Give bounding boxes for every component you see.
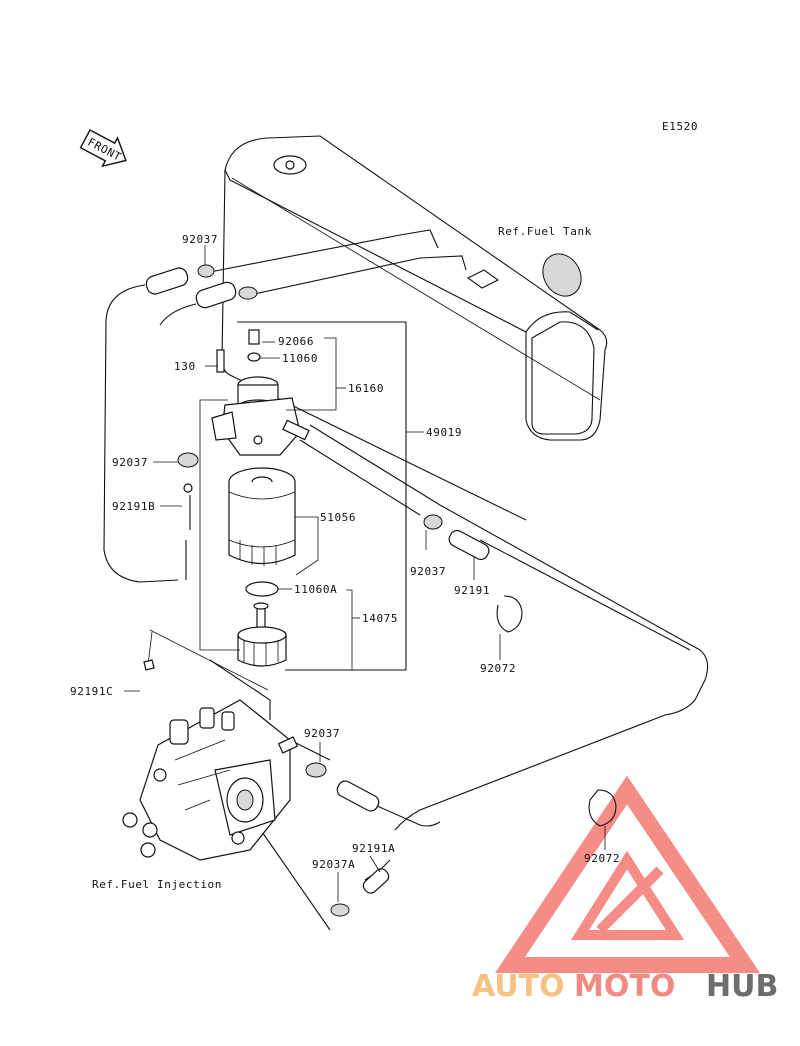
label-92037-top: 92037 [182,233,218,246]
label-51056: 51056 [320,511,356,524]
fuel-tank [221,135,608,521]
tank-fuel-pipes [103,229,467,583]
watermark-hub: HUB [706,969,778,1004]
label-14075: 14075 [362,612,398,625]
leader-lines [124,245,606,902]
label-92037A: 92037A [312,858,355,871]
watermark-moto: MOTO [574,969,675,1004]
watermark-triangle [495,775,761,973]
label-92191A: 92191A [352,842,395,855]
label-16160: 16160 [348,382,384,395]
label-92037-mid: 92037 [410,565,446,578]
label-ref-fuel-tank: Ref.Fuel Tank [498,225,592,238]
label-49019: 49019 [426,426,462,439]
label-92066: 92066 [278,335,314,348]
watermark-text: AUTO MOTO HUB [472,969,778,1004]
fuel-injection-pump [122,699,299,861]
label-92072-mid: 92072 [480,662,516,675]
label-92191C: 92191C [70,685,113,698]
label-130: 130 [174,360,196,373]
clamp-92037-left [177,452,199,580]
diagram-code: E1520 [662,120,698,133]
label-11060A: 11060A [294,583,337,596]
label-92037-left: 92037 [112,456,148,469]
fuel-lines-to-pump [209,424,709,931]
fuel-filter-assembly [211,329,310,667]
label-92037-low: 92037 [304,727,340,740]
label-ref-fuel-injection: Ref.Fuel Injection [92,878,222,891]
front-arrow-icon: FRONT [79,129,127,168]
label-92072-low: 92072 [584,852,620,865]
label-92191: 92191 [454,584,490,597]
hose-92191 [305,514,617,917]
label-11060: 11060 [282,352,318,365]
hose-92037-top [145,264,258,309]
watermark-auto: AUTO [472,969,565,1004]
label-92191B: 92191B [112,500,155,513]
